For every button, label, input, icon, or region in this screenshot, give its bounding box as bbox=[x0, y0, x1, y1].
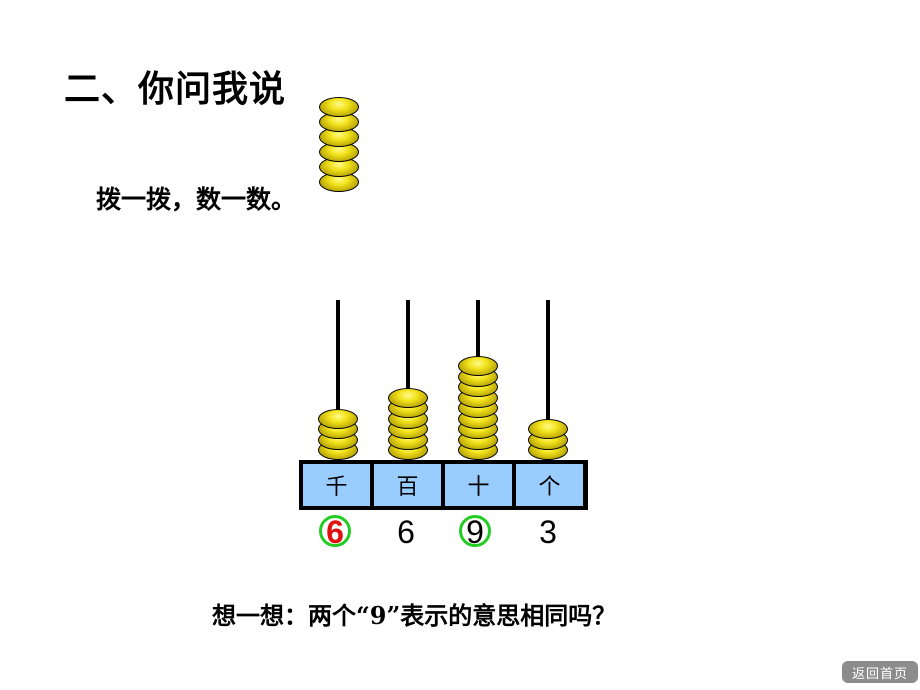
abacus-bead[interactable] bbox=[318, 408, 358, 429]
place-label-tens: 十 bbox=[445, 464, 512, 506]
abacus-bead[interactable] bbox=[458, 356, 498, 376]
place-label-hundreds: 百 bbox=[374, 464, 441, 506]
digit-hundreds: 6 bbox=[397, 514, 415, 550]
abacus-bead[interactable] bbox=[388, 387, 428, 408]
digit-ones: 3 bbox=[539, 514, 557, 550]
abacus-bead[interactable] bbox=[528, 419, 568, 439]
home-button[interactable]: 返回首页 bbox=[842, 661, 918, 683]
rod-thousands bbox=[336, 300, 340, 460]
digit-thousands: 6 bbox=[326, 514, 344, 550]
rod-ones bbox=[546, 300, 550, 460]
abacus-bead[interactable] bbox=[319, 97, 359, 117]
place-label-ones: 个 bbox=[516, 464, 583, 506]
slide-title: 二、你问我说 bbox=[64, 69, 287, 110]
slide-subtitle: 拨一拨，数一数。 bbox=[96, 185, 297, 214]
question-text: 想一想：两个“9”表示的意思相同吗？ bbox=[212, 601, 617, 630]
digit-tens: 9 bbox=[466, 514, 484, 550]
rod-hundreds bbox=[406, 300, 410, 460]
bead-stack-tens[interactable] bbox=[458, 300, 498, 460]
ring-tens bbox=[459, 515, 491, 547]
place-label-thousands: 千 bbox=[303, 464, 370, 506]
abacus-base: 千 百 十 个 bbox=[299, 460, 588, 510]
bead-stack-hundreds[interactable] bbox=[388, 300, 428, 460]
loose-bead-stack[interactable] bbox=[319, 92, 359, 192]
bead-stack-thousands[interactable] bbox=[318, 300, 358, 460]
ring-thousands bbox=[319, 515, 351, 547]
bead-stack-ones[interactable] bbox=[528, 300, 568, 460]
